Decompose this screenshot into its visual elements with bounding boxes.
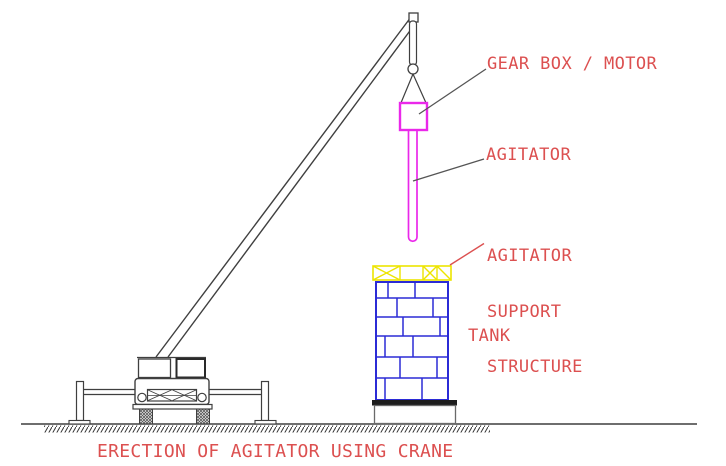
tank — [372, 281, 457, 425]
label-support-line-1: AGITATOR — [487, 246, 573, 266]
ground-hatch — [44, 425, 490, 433]
truss-frame — [372, 265, 452, 281]
diagram-caption: ERECTION OF AGITATOR USING CRANE — [97, 441, 454, 462]
crane-truck — [68, 356, 277, 425]
cab-box-right — [175, 358, 206, 379]
outrigger-post-left — [75, 380, 85, 422]
boom-edge-right — [167, 21, 418, 358]
grille-brace — [147, 389, 172, 401]
tank-base-ring — [372, 400, 457, 406]
label-agitator: AGITATOR — [486, 145, 572, 165]
gear-box — [398, 101, 429, 132]
grille-brace — [172, 389, 197, 401]
hoist-block — [408, 20, 418, 66]
outrigger-pad-right — [254, 419, 277, 425]
agitator-shaft — [407, 129, 418, 243]
hook-circle — [407, 63, 419, 75]
leader-agitator — [412, 158, 485, 182]
crane-boom — [155, 12, 428, 358]
label-gear-box-motor: GEAR BOX / MOTOR — [487, 54, 658, 74]
label-agitator-support-structure: AGITATOR SUPPORT STRUCTURE — [487, 212, 583, 413]
label-support-line-2: SUPPORT — [487, 301, 562, 322]
sling-left — [399, 73, 414, 105]
jack-right — [196, 408, 210, 425]
truss-brace — [436, 265, 452, 281]
leader-support-structure — [449, 242, 485, 266]
cab-box-left — [137, 358, 172, 379]
truss-brace — [422, 265, 438, 281]
truss-brace — [372, 265, 401, 281]
agitator-support-structure — [372, 265, 452, 281]
sling-right — [412, 73, 428, 105]
boom-edge-left — [155, 16, 412, 358]
leader-gear-box — [418, 68, 487, 115]
tank-shell — [375, 281, 449, 401]
outrigger-pad-left — [68, 419, 91, 425]
label-tank: TANK — [468, 326, 511, 346]
outrigger-post-right — [260, 380, 270, 422]
tank-foundation — [373, 404, 457, 425]
headlight-left — [137, 392, 147, 403]
jack-left — [139, 408, 153, 425]
headlight-right — [197, 392, 207, 403]
chassis-plate — [132, 403, 213, 410]
label-support-line-3: STRUCTURE — [487, 357, 583, 377]
agitator-assembly — [398, 101, 429, 243]
